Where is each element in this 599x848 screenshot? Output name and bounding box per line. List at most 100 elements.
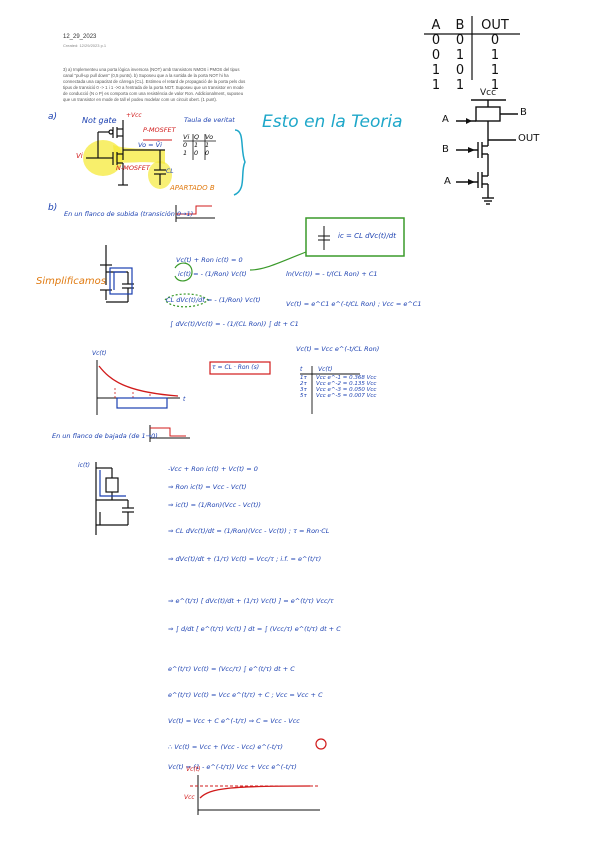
truth-table-cell: 1 — [455, 48, 465, 63]
tau-table: t Vc(t) 1τ Vcc e^-1 = 0.368 Vcc 2τ Vcc e… — [300, 366, 378, 399]
or-gate-schematic — [456, 99, 518, 205]
int-eq: ∫ dVc(t)/Vc(t) = - (1/(CL Ron)) ∫ dt + C… — [170, 320, 299, 328]
truth-table-cell: 0 — [431, 33, 441, 48]
tabla-cell: 1 — [194, 141, 199, 149]
derivation-line: ⇒ dVc(t)/dt + (1/τ) Vc(t) = Vcc/τ ; i.f.… — [168, 555, 322, 563]
tabla-header-cell: Vo — [205, 133, 214, 141]
decay-plot-ylabel: Vc(t) — [92, 350, 107, 357]
truth-table-header-cell: OUT — [481, 18, 509, 33]
curly-brace — [233, 129, 246, 196]
input-step-graph-1 — [175, 205, 215, 222]
tabla-cell: 1 — [183, 149, 188, 157]
tabla-cell: 0 — [194, 149, 199, 157]
derivation-line: ∴ Vc(t) = Vcc + (Vcc - Vcc) e^(-t/τ) — [168, 743, 283, 751]
capacitor-callout-box — [305, 217, 405, 257]
answer-circle — [315, 738, 327, 750]
truth-table-row: 1 0 1 — [424, 63, 524, 78]
teoria-note: Esto en la Teoria — [262, 112, 403, 132]
current-arrow — [99, 470, 126, 497]
tau-table-cell: Vcc e^-2 = 0.135 Vcc — [316, 381, 377, 387]
kvl-eq: Vc(t) + Ron ic(t) = 0 — [176, 256, 243, 264]
charging-circuit — [95, 462, 134, 535]
charging-curve — [199, 785, 311, 799]
or-a-input-label: A — [444, 176, 451, 187]
current-loop-box — [109, 267, 133, 295]
not-gate-schematic — [86, 120, 166, 186]
not-tabla-row: 0 1 1 — [183, 141, 216, 149]
truth-table-cell: 0 — [431, 48, 441, 63]
charging-plot-vcc: Vcc — [184, 794, 195, 801]
derivation-line: -Vcc + Ron ic(t) + Vc(t) = 0 — [168, 465, 258, 473]
tau-result: τ = CL · Ron (s) — [212, 364, 260, 371]
truth-table-header-cell: A — [431, 18, 441, 33]
not-gate-title: Not gate — [82, 116, 117, 125]
not-tabla-row: 1 0 0 — [183, 149, 216, 157]
tabla-cell: 1 — [205, 141, 210, 149]
vc-exp-eq: Vc(t) = e^C1 e^(-t/CL Ron) ; Vcc = e^C1 — [286, 300, 422, 308]
tau-table-cell: 5τ — [300, 393, 307, 399]
or-b-input-label: B — [442, 144, 449, 155]
section-b-label: APARTADO B — [170, 184, 215, 192]
or-b-label: B — [520, 107, 527, 118]
tau-table-cell: Vcc e^-1 = 0.368 Vcc — [316, 375, 377, 381]
transition-rise-label: En un flanco de subida (transición 0→1) — [64, 210, 194, 218]
pmos-label: P-MOSFET — [143, 126, 176, 134]
ic-eq: ic(t) = - (1/Ron) Vc(t) — [178, 270, 247, 278]
question-text: 3) a) Implementeu una porta lògica inver… — [63, 67, 293, 103]
truth-table-cell: 1 — [431, 78, 441, 93]
truth-table-cell: 1 — [490, 78, 500, 93]
truth-table-cell: 1 — [490, 48, 500, 63]
callout-arrow — [249, 251, 307, 271]
question-line: canal "pull-up pull down" (0,5 punts). b… — [63, 73, 229, 78]
derivation-line: ⇒ CL dVc(t)/dt = (1/Ron)(Vcc - Vc(t)) ; … — [168, 527, 330, 535]
ln-eq: ln(Vc(t)) = - t/(CL Ron) + C1 — [286, 270, 378, 278]
not-truth-table: Vi Q Vo 0 1 1 1 0 0 — [183, 133, 216, 157]
derivation-line: ⇒ ∫ d/dt [ e^(t/τ) Vc(t) ] dt = ∫ (Vcc/τ… — [168, 625, 341, 633]
truth-table-row: 1 1 1 — [424, 78, 524, 93]
truth-table-cell: 1 — [490, 63, 500, 78]
truth-table: A B OUT 0 0 0 0 1 1 1 0 1 1 1 1 — [424, 18, 524, 93]
cap-callout-eq: ic = CL dVc(t)/dt — [338, 232, 396, 240]
truth-table-cell: 1 — [431, 63, 441, 78]
truth-table-cell: 1 — [455, 78, 465, 93]
truth-table-cell: 0 — [455, 63, 465, 78]
transition-fall-label: En un flanco de bajada (de 1→0) — [52, 432, 158, 440]
derivation-line: ⇒ ic(t) = (1/Ron)(Vcc - Vc(t)) — [168, 501, 261, 509]
cl-label: CL — [166, 168, 174, 175]
truth-table-cell: 0 — [455, 33, 465, 48]
truth-table-row: 0 1 1 — [424, 48, 524, 63]
tau-table-cell: 2τ — [300, 381, 307, 387]
part-b-label: b) — [48, 203, 58, 213]
or-vcc-label: Vcc — [480, 88, 497, 98]
part-a-label: a) — [48, 112, 58, 122]
derivation-line: e^(t/τ) Vc(t) = Vcc e^(t/τ) + C ; Vcc = … — [168, 691, 323, 699]
vi-label: Vi — [76, 152, 83, 160]
tabla-cell: 0 — [205, 149, 210, 157]
vo-label: Vo = V̄i — [138, 141, 162, 149]
derivation-line: ⇒ e^(t/τ) [ dVc(t)/dt + (1/τ) Vc(t) ] = … — [168, 597, 334, 605]
not-tabla-lines — [183, 134, 216, 160]
tabla-cell: 0 — [183, 141, 188, 149]
question-line: 3) a) Implementeu una porta lògica inver… — [63, 67, 240, 72]
charging-plot — [190, 775, 320, 815]
ic-label: ic(t) — [78, 462, 90, 469]
decay-plot-xlabel: t — [183, 396, 186, 403]
decay-curve — [98, 365, 179, 397]
charging-plot-ylabel: Vc(t) — [186, 766, 201, 773]
tau-table-row: 2τ Vcc e^-2 = 0.135 Vcc — [300, 381, 378, 387]
header-meta: Created: 12/29/2023 p.1 — [63, 43, 107, 48]
cl-eq: CL dVc(t)/dt = - (1/Ron) Vc(t) — [166, 296, 261, 304]
tau-table-cell: Vcc e^-5 = 0.007 Vcc — [316, 393, 377, 399]
tau-table-header-cell: Vc(t) — [318, 366, 333, 373]
question-line: connectada una capacitat de càrrega (CL)… — [63, 79, 246, 84]
vcc-label: +Vcc — [126, 112, 142, 119]
simplificamos-label: Simplificamos — [36, 276, 106, 287]
tau-table-cell: 3τ — [300, 387, 307, 393]
question-line: de conducció (N o P) es comporta com una… — [63, 91, 244, 96]
tabla-header-cell: Q — [194, 133, 200, 141]
vc-final-eq: Vc(t) = Vcc e^(-t/CL Ron) — [296, 345, 380, 353]
tau-result-box — [209, 361, 271, 375]
question-line: tipus de transició 0 -> 1 i 1 ->0 a l'en… — [63, 85, 244, 90]
tau-table-header-cell: t — [300, 366, 303, 373]
truth-table-header-cell: B — [455, 18, 465, 33]
